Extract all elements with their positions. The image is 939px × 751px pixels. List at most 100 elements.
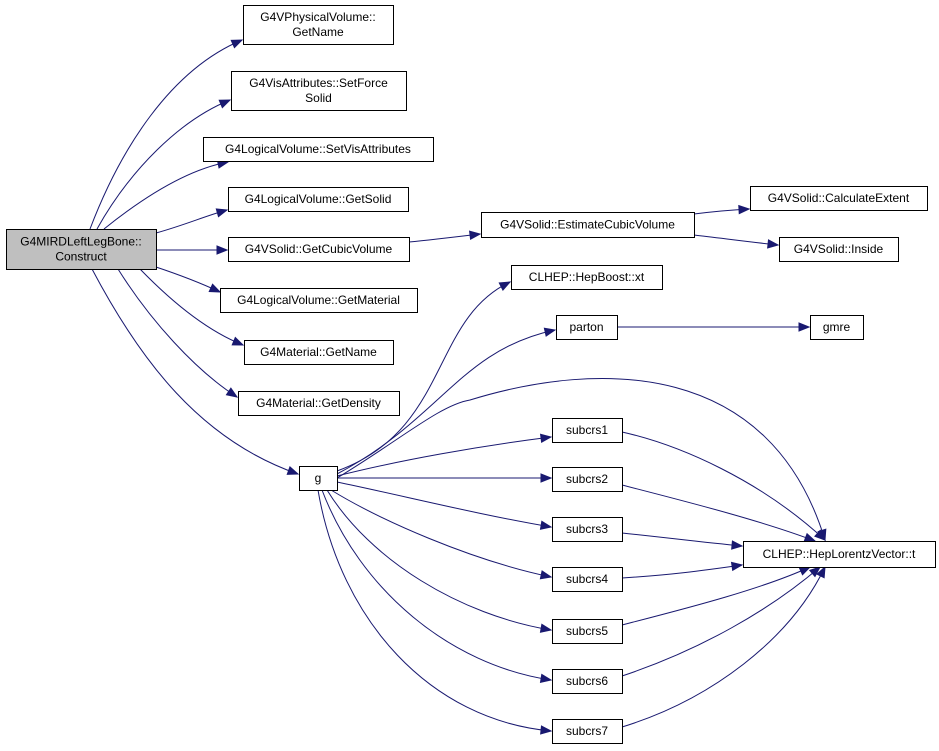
edge-line [621, 564, 743, 579]
node-n-setvisattr[interactable]: G4LogicalVolume::SetVisAttributes [203, 137, 434, 162]
node-n-subcrs1[interactable]: subcrs1 [552, 418, 623, 443]
node-n-parton[interactable]: parton [556, 315, 618, 340]
node-label: subcrs6 [566, 674, 608, 688]
node-n-inside[interactable]: G4VSolid::Inside [779, 237, 899, 262]
node-box [6, 229, 157, 270]
node-label: G4LogicalVolume::SetVisAttributes [225, 142, 411, 156]
node-n-getname-pv[interactable]: G4VPhysicalVolume::GetName [243, 5, 394, 45]
arrowhead-icon [767, 239, 780, 249]
node-n-xt[interactable]: CLHEP::HepBoost::xt [511, 265, 663, 290]
arrowhead-icon [469, 230, 482, 240]
arrowhead-icon [803, 532, 817, 542]
node-box [552, 669, 623, 694]
node-box [552, 418, 623, 443]
node-n-getcubicvolume[interactable]: G4VSolid::GetCubicVolume [228, 237, 410, 262]
node-box [810, 315, 864, 340]
node-box [743, 541, 936, 568]
arrowhead-icon [231, 336, 245, 346]
node-n-calcextent[interactable]: G4VSolid::CalculateExtent [750, 186, 928, 211]
edge-line [91, 268, 299, 475]
node-n-subcrs3[interactable]: subcrs3 [552, 517, 623, 542]
node-label: subcrs4 [566, 572, 608, 586]
node-label: G4Material::GetDensity [256, 396, 381, 410]
edge-n-subcrs2-to-n-lorentz-t [621, 484, 817, 542]
node-label: CLHEP::HepLorentzVector::t [763, 547, 916, 561]
node-n-mat-getname[interactable]: G4Material::GetName [244, 340, 394, 365]
edge-root-to-n-getcubicvolume [156, 245, 229, 255]
edge-line [621, 566, 821, 677]
arrowhead-icon [539, 520, 553, 530]
node-box [556, 315, 618, 340]
node-box [220, 288, 418, 313]
edges [89, 39, 827, 735]
node-n-getsolid[interactable]: G4LogicalVolume::GetSolid [228, 187, 409, 212]
edge-line [103, 161, 229, 230]
edge-n-subcrs1-to-n-lorentz-t [621, 431, 826, 541]
node-n-subcrs7[interactable]: subcrs7 [552, 719, 623, 744]
arrowhead-icon [730, 561, 744, 572]
edge-root-to-n-getsolid [155, 208, 229, 234]
edge-n-g-to-n-subcrs1 [336, 433, 553, 477]
edge-n-estimate-to-n-inside [693, 234, 780, 249]
node-root[interactable]: G4MIRDLeftLegBone::Construct [6, 229, 157, 270]
edge-line [155, 209, 228, 234]
arrowhead-icon [543, 327, 557, 337]
edge-root-to-n-setforcesolid [96, 99, 232, 230]
arrowhead-icon [798, 322, 811, 332]
node-label: G4VPhysicalVolume:: [260, 10, 375, 24]
node-box [299, 466, 338, 491]
arrowhead-icon [539, 623, 553, 633]
edge-line [336, 329, 556, 475]
node-label: subcrs7 [566, 724, 608, 738]
edge-line [96, 99, 231, 230]
node-label: G4VSolid::GetCubicVolume [245, 242, 393, 256]
node-label: G4LogicalVolume::GetMaterial [237, 293, 400, 307]
arrowhead-icon [808, 566, 822, 578]
edge-line [336, 481, 552, 528]
node-box [552, 467, 623, 492]
node-box [511, 265, 663, 290]
edge-line [621, 484, 816, 542]
edge-line [117, 268, 238, 398]
edge-line [317, 489, 552, 732]
edge-n-g-to-n-subcrs4 [330, 489, 553, 580]
node-n-subcrs4[interactable]: subcrs4 [552, 567, 623, 592]
node-label: parton [569, 320, 603, 334]
node-n-g[interactable]: g [299, 466, 338, 491]
node-box [552, 517, 623, 542]
node-n-lorentz-t[interactable]: CLHEP::HepLorentzVector::t [743, 541, 936, 568]
arrowhead-icon [731, 540, 744, 550]
node-label: G4VSolid::Inside [794, 242, 884, 256]
node-n-getdensity[interactable]: G4Material::GetDensity [238, 391, 400, 416]
arrowhead-icon [539, 433, 553, 444]
node-n-gmre[interactable]: gmre [810, 315, 864, 340]
edge-n-subcrs5-to-n-lorentz-t [621, 566, 812, 626]
edge-n-subcrs7-to-n-lorentz-t [621, 565, 826, 728]
arrowhead-icon [215, 208, 229, 218]
edge-line [336, 378, 826, 541]
node-box [750, 186, 928, 211]
edge-line [693, 234, 779, 246]
node-box [552, 619, 623, 644]
node-n-subcrs5[interactable]: subcrs5 [552, 619, 623, 644]
node-n-subcrs6[interactable]: subcrs6 [552, 669, 623, 694]
edge-n-parton-to-n-gmre [617, 322, 811, 332]
node-box [779, 237, 899, 262]
node-label: G4Material::GetName [260, 345, 377, 359]
arrowhead-icon [738, 204, 751, 215]
edge-n-estimate-to-n-calcextent [693, 204, 751, 215]
edge-n-g-to-n-parton [336, 327, 557, 475]
node-n-subcrs2[interactable]: subcrs2 [552, 467, 623, 492]
node-n-getmaterial[interactable]: G4LogicalVolume::GetMaterial [220, 288, 418, 313]
arrowhead-icon [498, 281, 512, 291]
node-label: G4MIRDLeftLegBone:: [20, 235, 141, 249]
node-n-estimate[interactable]: G4VSolid::EstimateCubicVolume [481, 212, 695, 238]
node-label: G4VisAttributes::SetForce [249, 76, 388, 90]
edge-line [321, 489, 552, 681]
arrowhead-icon [816, 565, 826, 579]
edge-root-to-n-g [91, 268, 300, 475]
edge-line [336, 436, 552, 477]
edge-line [621, 566, 811, 626]
